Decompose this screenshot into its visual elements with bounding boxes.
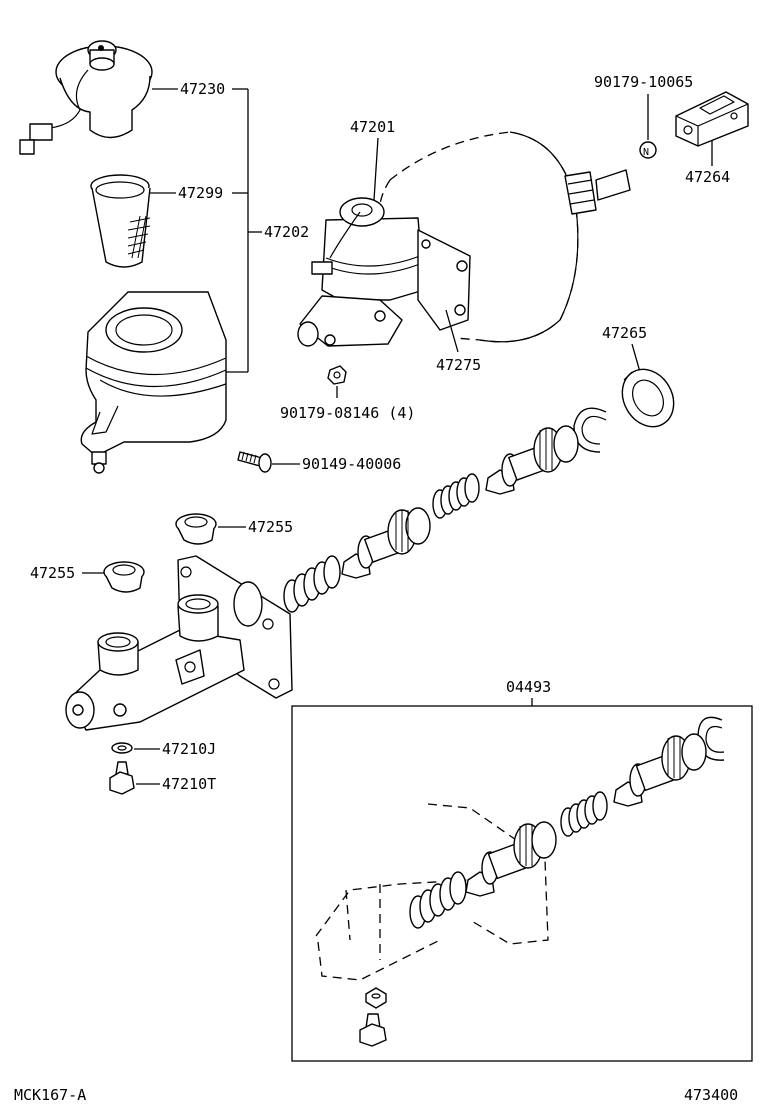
label-04493: 04493 [506, 678, 551, 696]
reservoir-cap-47230 [19, 40, 153, 155]
spring-primary [432, 473, 480, 519]
label-90149-40006: 90149-40006 [302, 455, 401, 473]
label-47299: 47299 [178, 184, 223, 202]
label-47255-lower: 47255 [30, 564, 75, 582]
kit-cylinder-outline [315, 803, 549, 981]
reservoir-47202 [80, 291, 227, 474]
strainer-47299 [90, 174, 151, 268]
clevis-47264 [675, 91, 749, 147]
nut-90179-08146 [327, 365, 347, 385]
label-47275: 47275 [436, 356, 481, 374]
bleeder-47210T [109, 761, 135, 795]
label-90179-10065: 90179-10065 [594, 73, 693, 91]
label-47264: 47264 [685, 168, 730, 186]
label-47230: 47230 [180, 80, 225, 98]
kit-secondary-piston [465, 821, 557, 897]
label-47210J: 47210J [162, 740, 216, 758]
label-47202: 47202 [264, 223, 309, 241]
grommet-47255-lower [103, 561, 145, 593]
secondary-piston [341, 507, 431, 579]
grommet-47255-upper [175, 513, 217, 545]
brake-booster [297, 131, 631, 347]
footer-right-code: 473400 [684, 1086, 738, 1104]
primary-piston [485, 425, 579, 495]
snap-ring [573, 407, 607, 453]
repair-kit-box [291, 705, 753, 1062]
label-47201: 47201 [350, 118, 395, 136]
label-47265: 47265 [602, 324, 647, 342]
label-47210T: 47210T [162, 775, 216, 793]
spring-secondary [283, 555, 341, 613]
label-90179-08146: 90179-08146 (4) [280, 404, 415, 422]
seal-47265 [621, 368, 675, 428]
screw-90149-40006 [237, 451, 272, 473]
nut-90179-10065: N [639, 141, 657, 159]
footer-left-code: MCK167-A [14, 1086, 86, 1104]
kit-bleeder [359, 1013, 387, 1047]
kit-primary-piston [613, 733, 707, 807]
gasket-47210J [111, 742, 133, 754]
master-cylinder-body [65, 555, 293, 731]
svg-text:N: N [643, 147, 649, 158]
label-47255-upper: 47255 [248, 518, 293, 536]
kit-spring-secondary [409, 871, 467, 929]
kit-gasket [365, 987, 387, 1009]
kit-spring-primary [560, 791, 608, 837]
